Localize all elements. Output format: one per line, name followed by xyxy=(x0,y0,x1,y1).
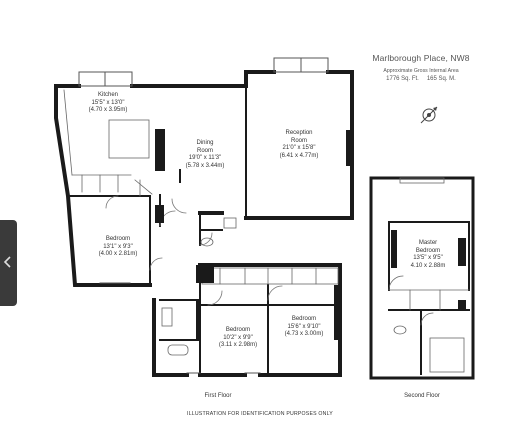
floor-label-first: First Floor xyxy=(204,393,232,399)
area-label: Approximate Gross Internal Area xyxy=(383,68,459,74)
second-floor-fittings xyxy=(388,177,470,373)
bathroom-fixtures xyxy=(161,217,237,356)
kitchen-fittings xyxy=(63,89,153,197)
door-swings xyxy=(105,195,283,306)
room-label-bedroom-2: Bedroom 10'2" x 9'9" (3.11 x 2.98m) xyxy=(218,327,258,348)
chevron-left-icon xyxy=(3,256,11,268)
second-floor-internal-walls xyxy=(388,221,470,375)
area-values: 1776 Sq. Ft. 165 Sq. M. xyxy=(371,76,471,82)
area-sqft: 1776 Sq. Ft. xyxy=(386,76,419,82)
room-label-kitchen: Kitchen 15'5" x 13'0" (4.70 x 3.95m) xyxy=(88,92,128,113)
room-label-bedroom-1: Bedroom 13'1" x 9'3" (4.00 x 2.81m) xyxy=(98,236,138,257)
room-label-master-bedroom: Master Bedroom 13'5" x 9'5" 4.10 x 2.88m xyxy=(410,240,446,269)
wardrobes xyxy=(201,267,339,285)
floor-label-second: Second Floor xyxy=(404,393,440,399)
property-address: Marlborough Place, NW8 xyxy=(372,53,470,63)
room-label-dining: Dining Room 19'0" x 11'3" (5.78 x 3.44m) xyxy=(185,140,225,169)
side-panel-toggle[interactable] xyxy=(0,220,17,306)
compass-icon xyxy=(420,106,438,124)
property-header: Marlborough Place, NW8 Approximate Gross… xyxy=(371,53,471,82)
windows xyxy=(78,57,329,374)
room-label-bedroom-3: Bedroom 15'6" x 9'10" (4.73 x 3.00m) xyxy=(284,316,324,337)
room-label-reception: Reception Room 21'0" x 15'8" (6.41 x 4.7… xyxy=(279,130,319,159)
area-sqm: 165 Sq. M. xyxy=(426,76,456,82)
disclaimer: ILLUSTRATION FOR IDENTIFICATION PURPOSES… xyxy=(187,411,333,417)
